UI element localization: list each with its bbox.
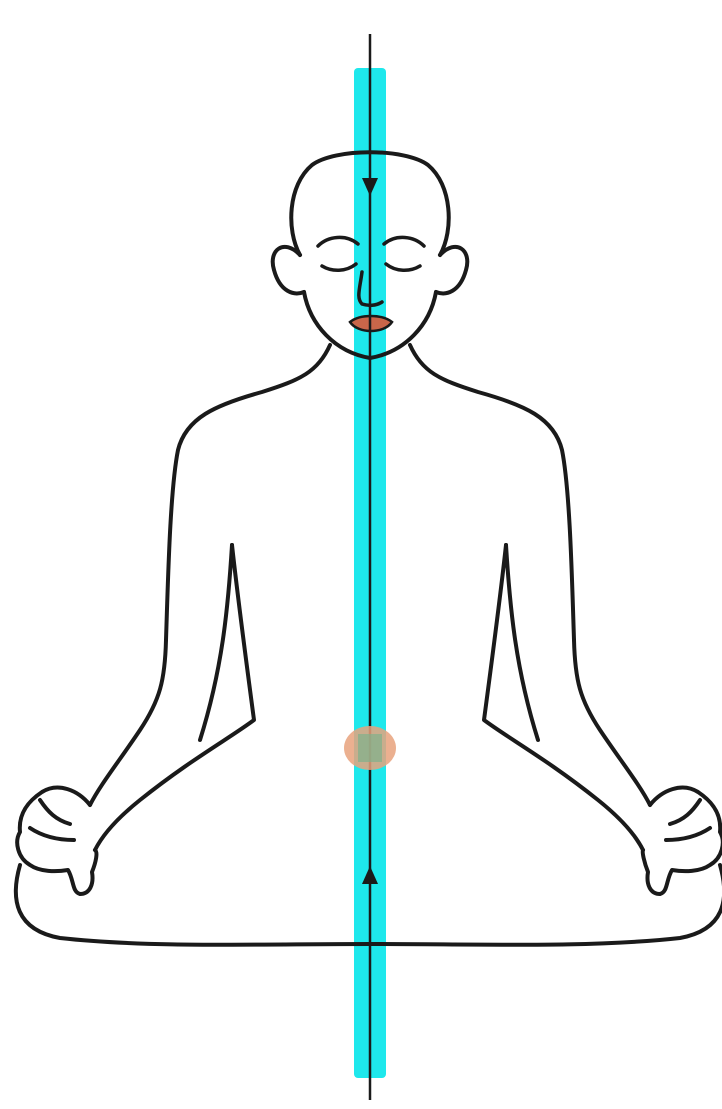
left-shoulder <box>166 345 330 640</box>
right-hand-fingers <box>666 800 710 840</box>
left-hand <box>17 788 96 894</box>
left-eyebrow <box>318 237 358 246</box>
left-ear <box>273 247 304 293</box>
right-ear <box>436 247 467 293</box>
left-forearm-crease <box>200 545 232 740</box>
left-hand-fingers <box>30 800 74 840</box>
right-hand <box>643 788 722 894</box>
right-forearm-crease <box>506 545 538 740</box>
right-shoulder <box>410 345 574 640</box>
right-eye <box>386 264 420 270</box>
right-arm-outer <box>574 640 650 805</box>
left-eye <box>322 264 356 270</box>
navel-center-point <box>344 726 396 770</box>
right-eyebrow <box>384 237 424 246</box>
left-arm-outer <box>90 640 166 805</box>
